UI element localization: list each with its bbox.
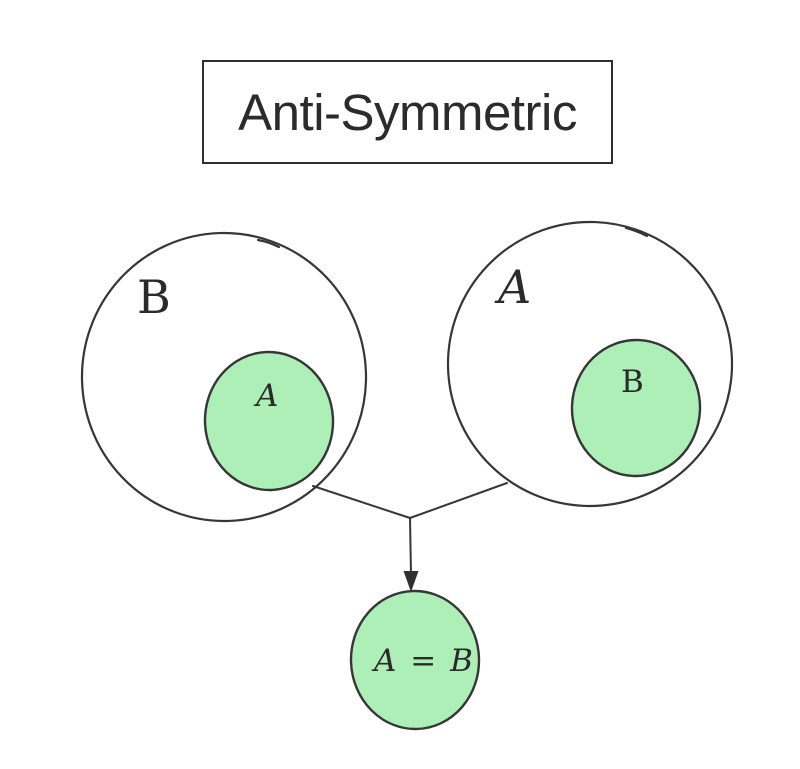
- arrow-shaft: [409, 517, 412, 576]
- right-connector-line: [409, 482, 508, 519]
- arrow-head-icon: [403, 571, 419, 592]
- right-outer-label: A: [494, 260, 531, 314]
- title-box: Anti-Symmetric: [202, 60, 613, 164]
- result-circle: [349, 589, 481, 731]
- right-circle-pen-tick: [624, 226, 649, 238]
- left-inner-label: A: [253, 378, 278, 414]
- right-outer-circle: [446, 220, 734, 508]
- left-circle-pen-tick: [256, 238, 281, 249]
- left-outer-label: B: [137, 270, 171, 324]
- left-connector-line: [312, 485, 411, 519]
- right-inner-circle: [570, 338, 702, 478]
- left-outer-circle: [80, 231, 368, 523]
- title-label: Anti-Symmetric: [238, 83, 577, 141]
- result-label: A = B: [371, 643, 475, 679]
- left-inner-circle: [203, 350, 335, 492]
- right-inner-label: B: [621, 364, 644, 400]
